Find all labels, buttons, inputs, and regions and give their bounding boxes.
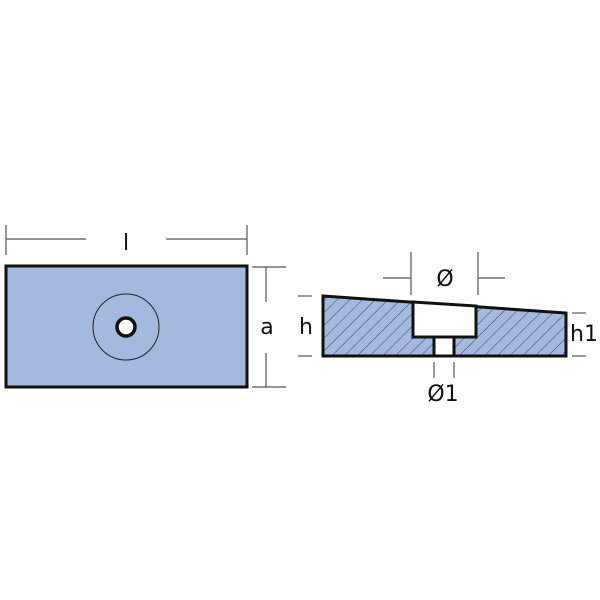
diameter-label: Ø bbox=[436, 267, 453, 292]
width-dimension bbox=[252, 266, 286, 388]
through-hole bbox=[432, 335, 456, 358]
diameter1-label: Ø1 bbox=[427, 382, 458, 407]
height-label: h bbox=[299, 315, 313, 340]
width-label: a bbox=[260, 315, 273, 340]
length-label: l bbox=[123, 231, 129, 256]
counterbore-pocket bbox=[411, 300, 478, 339]
height1-dimension bbox=[572, 312, 586, 357]
height-dimension bbox=[298, 295, 312, 357]
length-dimension bbox=[5, 225, 248, 255]
diameter1-dimension bbox=[433, 362, 455, 378]
bolt-hole bbox=[115, 316, 137, 338]
front-view: l a bbox=[4, 225, 286, 389]
diameter-dimension bbox=[383, 252, 505, 295]
countersink-circle bbox=[92, 293, 160, 361]
height1-label: h1 bbox=[570, 322, 598, 347]
side-view: Ø h h1 Ø1 bbox=[298, 252, 598, 407]
